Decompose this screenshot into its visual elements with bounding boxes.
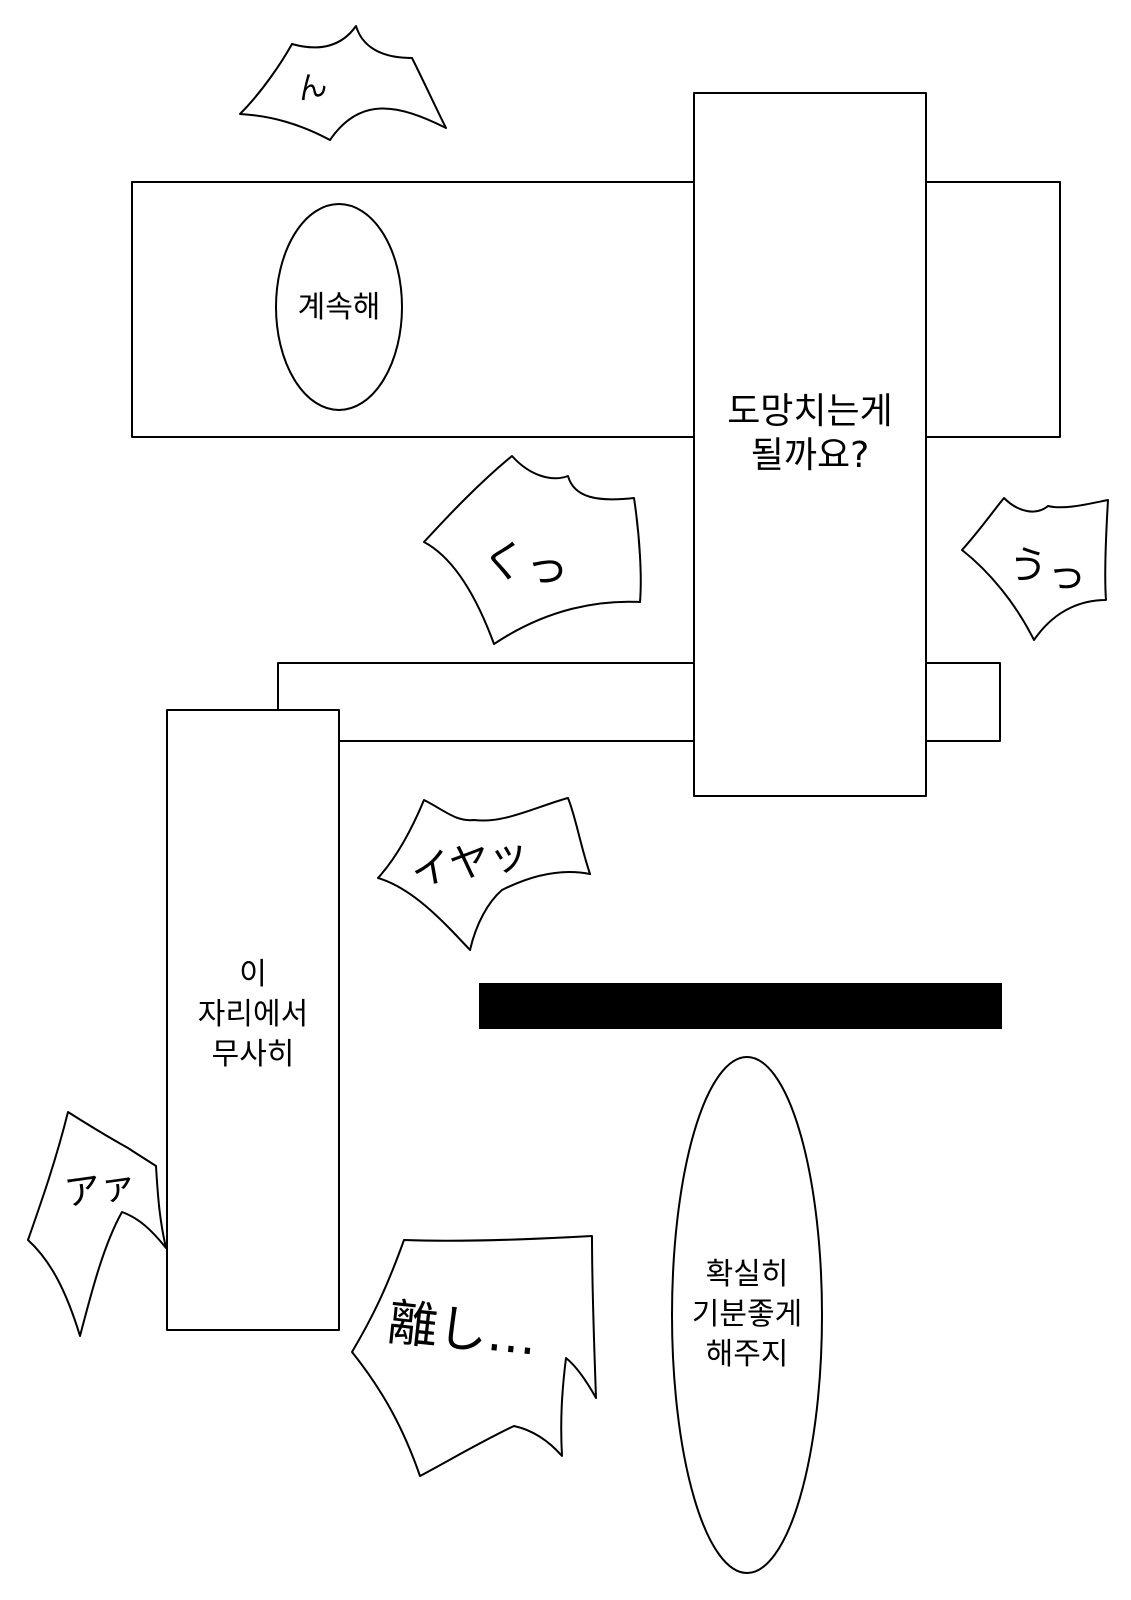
sfx-burst-iya: [377, 797, 591, 951]
speech-bubble-bottom-text: 확실히 기분좋게 해주지: [691, 1257, 803, 1372]
sfx-a-text: アァ: [61, 1164, 140, 1215]
caption-tall-right: 도망치는게 될까요?: [727, 391, 893, 476]
sfx-burst-u: [961, 497, 1109, 641]
panel-tall-left: [166, 709, 340, 1331]
sfx-ku-text: くっ: [478, 533, 573, 596]
sfx-burst-ku: [423, 455, 642, 645]
panel-tall-right: [693, 92, 927, 797]
black-bar: [479, 983, 1002, 1029]
sfx-burst-nn: [239, 25, 447, 141]
sfx-burst-hanashi: [351, 1235, 597, 1477]
sfx-burst-a: [27, 1111, 167, 1337]
speech-bubble-bottom: [671, 1056, 823, 1574]
speech-bubble-top: [275, 203, 403, 411]
caption-tall-left: 이 자리에서 무사히: [197, 957, 309, 1072]
speech-bubble-top-text: 계속해: [297, 289, 381, 325]
